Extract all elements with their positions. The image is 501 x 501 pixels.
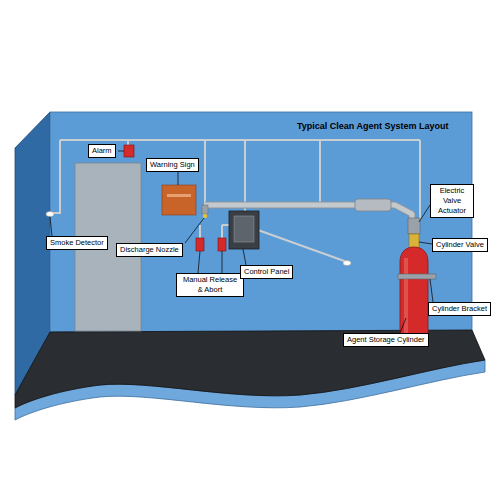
leader-line: [185, 218, 204, 243]
conduit: [204, 140, 206, 205]
callout-box: Manual Release & Abort: [176, 273, 244, 297]
callout-label: Cylinder Bracket: [432, 304, 487, 314]
cylinder-highlight: [404, 258, 408, 338]
callout-box: Smoke Detector: [46, 236, 108, 250]
leader-line: [243, 249, 246, 265]
leader-line: [198, 251, 200, 273]
control-panel-door: [234, 216, 254, 242]
leader-line: [419, 205, 430, 222]
control-panel: [229, 211, 259, 249]
callout-label: Cylinder Valve: [436, 240, 484, 250]
conduit: [60, 139, 420, 141]
leader-line: [50, 217, 52, 236]
manual-release-station: [196, 238, 204, 251]
callout-box: Electric Valve Actuator: [430, 184, 474, 218]
smoke-detector: [46, 212, 54, 217]
abort-station: [218, 238, 226, 251]
callout-box: Cylinder Valve: [432, 238, 488, 252]
valve-actuator: [408, 218, 420, 234]
cylinder-bracket: [398, 274, 436, 279]
leader-line: [430, 279, 433, 302]
callout-label: Alarm: [92, 146, 112, 156]
warning-sign: [162, 185, 196, 215]
callout-box: Control Panel: [240, 265, 293, 279]
cylinder-valve: [409, 234, 419, 248]
nozzle-tip: [203, 214, 207, 218]
callout-label: Warning Sign: [150, 160, 195, 170]
warning-sign-text-mark: [167, 194, 191, 197]
conduit: [419, 140, 421, 220]
callout-box: Agent Storage Cylinder: [343, 333, 429, 347]
callout-label: Smoke Detector: [50, 238, 104, 248]
callout-box: Warning Sign: [146, 158, 199, 172]
leader-line: [178, 172, 179, 185]
conduit: [319, 140, 321, 205]
conduit: [244, 140, 246, 212]
callout-label: Electric Valve Actuator: [434, 186, 470, 216]
callout-label: Discharge Nozzle: [120, 245, 179, 255]
leader-line: [400, 318, 406, 333]
callout-label: Agent Storage Cylinder: [347, 335, 425, 345]
alarm-device: [124, 145, 134, 157]
callout-box: Discharge Nozzle: [116, 243, 183, 257]
agent-cylinder: [398, 218, 436, 346]
pipe-coupling: [355, 199, 391, 211]
leader-line: [222, 251, 223, 273]
diagram-title: Typical Clean Agent System Layout: [297, 121, 449, 131]
callout-label: Control Panel: [244, 267, 289, 277]
conduit: [50, 140, 60, 213]
leader-line: [419, 242, 432, 244]
callout-box: Cylinder Bracket: [428, 302, 491, 316]
floor: [15, 330, 485, 408]
conduit: [258, 230, 347, 262]
smoke-detector: [343, 261, 351, 266]
leader-line: [118, 151, 124, 152]
callout-box: Alarm: [88, 144, 116, 158]
cylinder-body: [400, 247, 428, 343]
discharge-nozzle: [202, 205, 208, 214]
callout-label: Manual Release & Abort: [180, 275, 240, 295]
